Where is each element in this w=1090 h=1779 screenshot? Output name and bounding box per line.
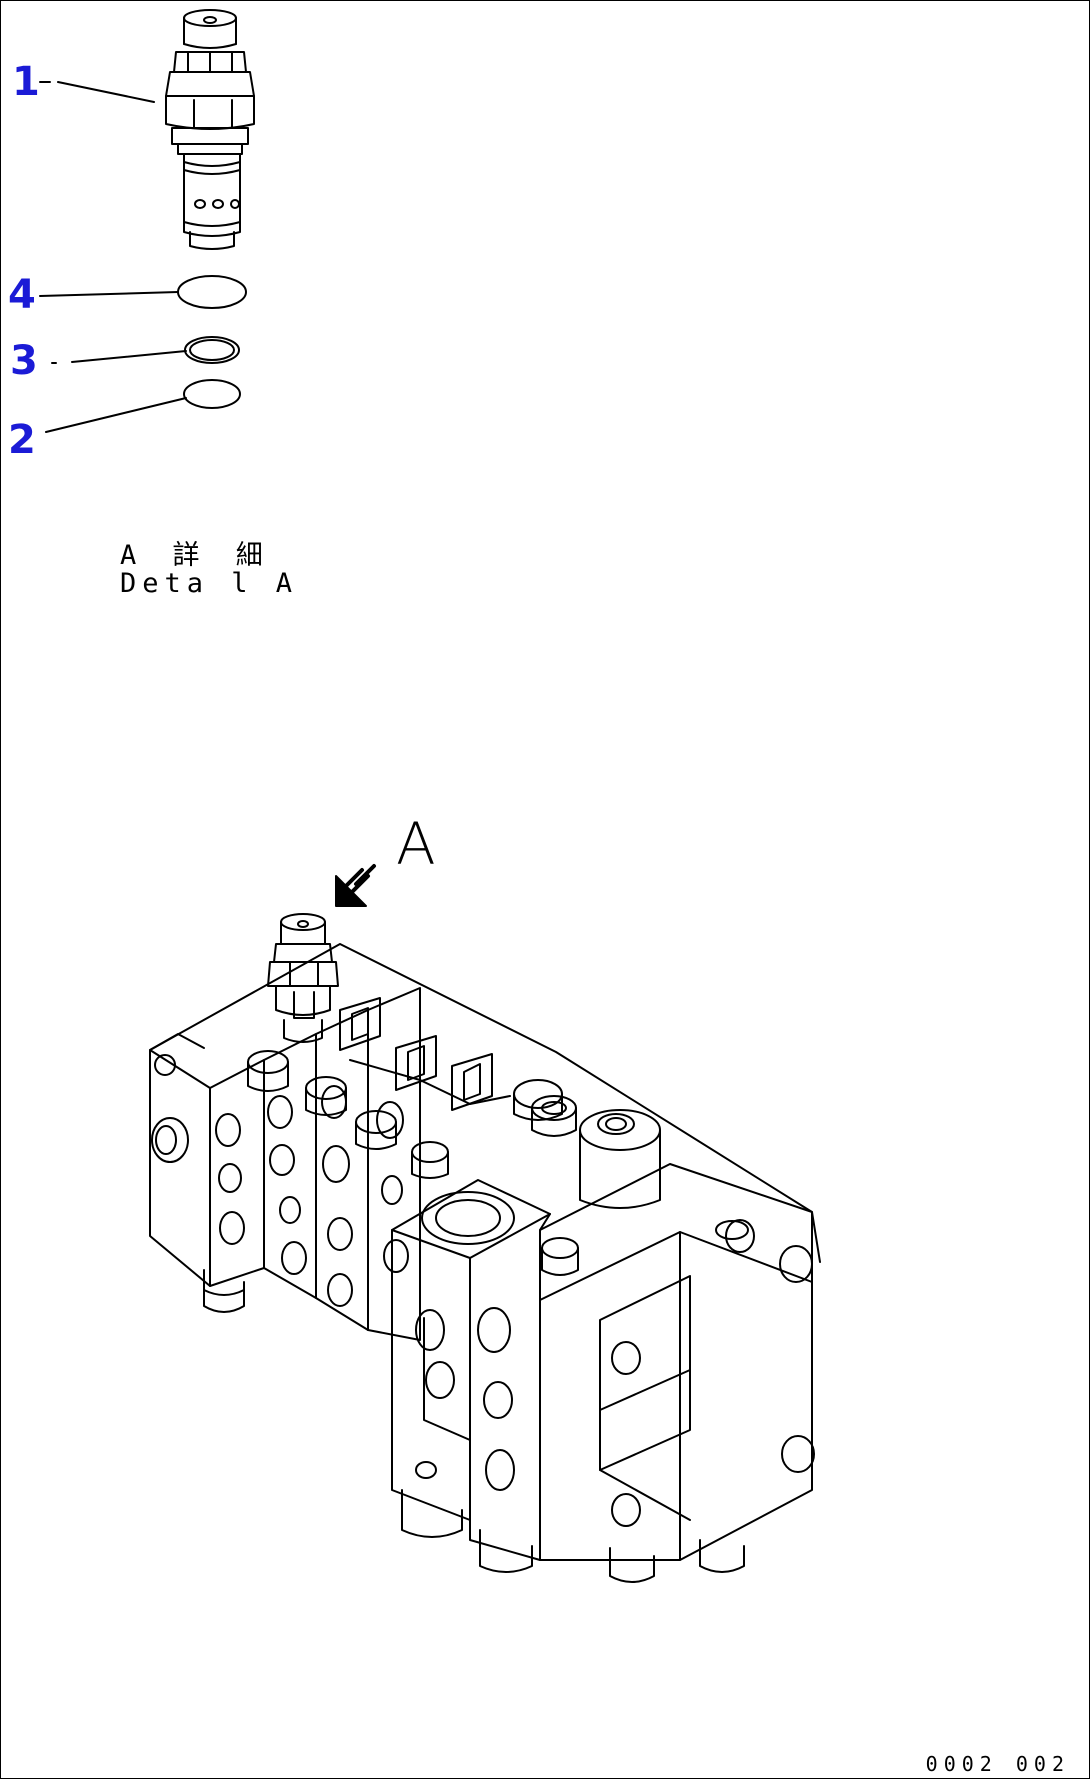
callout-1: 1 bbox=[12, 59, 40, 105]
callout-4: 4 bbox=[8, 272, 36, 318]
detail-title-jp: A 詳 細 bbox=[120, 540, 273, 571]
o-ring-2 bbox=[183, 379, 241, 409]
backup-ring-3 bbox=[184, 336, 240, 364]
drawing-number: 0002 002 bbox=[925, 1752, 1070, 1776]
view-arrow-a bbox=[335, 864, 376, 907]
relief-valve-cartridge bbox=[165, 9, 255, 250]
control-valve-assembly bbox=[149, 943, 821, 1583]
leader-lines bbox=[39, 81, 187, 433]
callout-3: 3 bbox=[10, 338, 38, 384]
installed-relief-valve bbox=[267, 913, 339, 1043]
detail-title-en: Deta l A bbox=[120, 568, 299, 599]
o-ring-4 bbox=[177, 275, 247, 309]
view-label-a: A bbox=[396, 810, 436, 878]
callout-2: 2 bbox=[8, 417, 36, 463]
